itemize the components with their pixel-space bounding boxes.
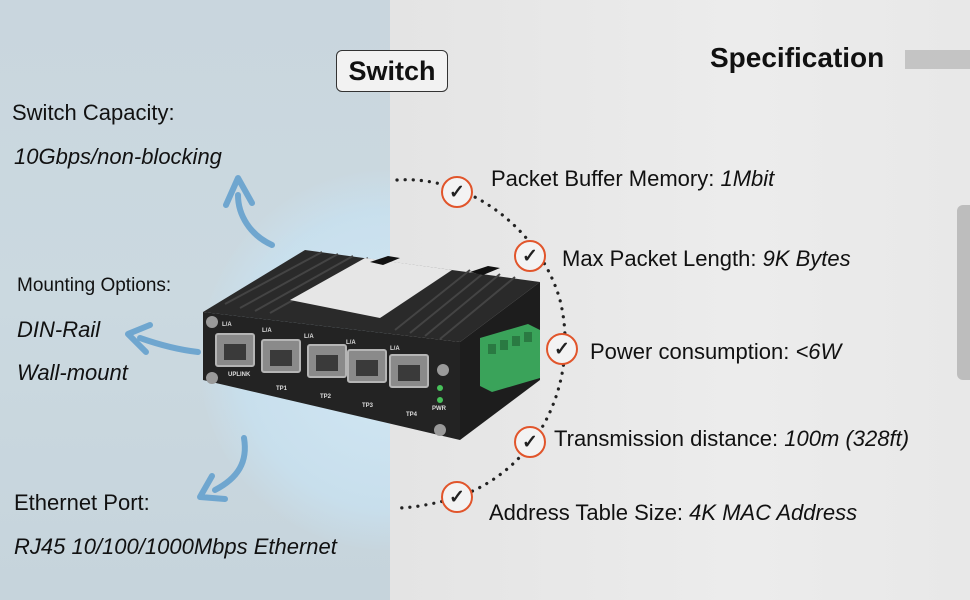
arrow-up-icon: [223, 175, 275, 248]
spec-value: 4K MAC Address: [689, 500, 858, 525]
check-icon: ✓: [441, 481, 473, 513]
spec-value: <6W: [795, 339, 842, 364]
specification-bar: [905, 50, 970, 69]
spec-value: 9K Bytes: [762, 246, 851, 271]
spec-max-packet: Max Packet Length: 9K Bytes: [562, 246, 851, 272]
check-icon: ✓: [514, 426, 546, 458]
spec-label: Power consumption:: [590, 339, 790, 364]
spec-power: Power consumption: <6W: [590, 339, 841, 365]
ethernet-value: RJ45 10/100/1000Mbps Ethernet: [14, 534, 337, 559]
specification-title: Specification: [710, 42, 885, 73]
check-icon: ✓: [441, 176, 473, 208]
spec-address-table: Address Table Size: 4K MAC Address: [489, 500, 857, 526]
mounting-value-wall: Wall-mount: [17, 360, 128, 385]
spec-label: Address Table Size:: [489, 500, 684, 525]
spec-label: Transmission distance:: [554, 426, 779, 451]
switch-device-image: [203, 250, 540, 440]
switch-title-box: Switch: [336, 50, 448, 92]
spec-packet-buffer: Packet Buffer Memory: 1Mbit: [491, 166, 774, 192]
mounting-label: Mounting Options:: [17, 275, 172, 296]
check-icon: ✓: [546, 333, 578, 365]
side-scroll-tab[interactable]: [957, 205, 970, 380]
mounting-value-din: DIN-Rail: [17, 317, 101, 342]
spec-value: 1Mbit: [720, 166, 775, 191]
capacity-label: Switch Capacity:: [12, 100, 175, 125]
spec-label: Max Packet Length:: [562, 246, 757, 271]
arrow-left-icon: [125, 322, 201, 355]
capacity-value: 10Gbps/non-blocking: [14, 144, 222, 169]
spec-value: 100m (328ft): [784, 426, 910, 451]
ethernet-label: Ethernet Port:: [14, 490, 150, 515]
spec-transmission: Transmission distance: 100m (328ft): [554, 426, 909, 452]
check-icon: ✓: [514, 240, 546, 272]
spec-label: Packet Buffer Memory:: [491, 166, 715, 191]
arrow-down-icon: [197, 435, 248, 502]
switch-title: Switch: [348, 55, 436, 86]
